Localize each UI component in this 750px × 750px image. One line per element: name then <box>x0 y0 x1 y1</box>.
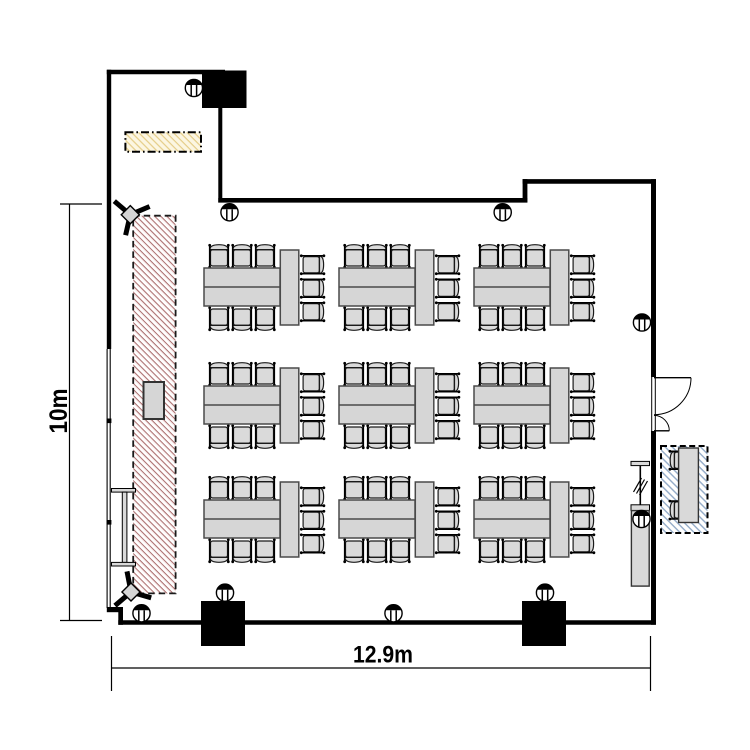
svg-text:10m: 10m <box>45 389 73 434</box>
svg-text:12.9m: 12.9m <box>353 642 413 669</box>
